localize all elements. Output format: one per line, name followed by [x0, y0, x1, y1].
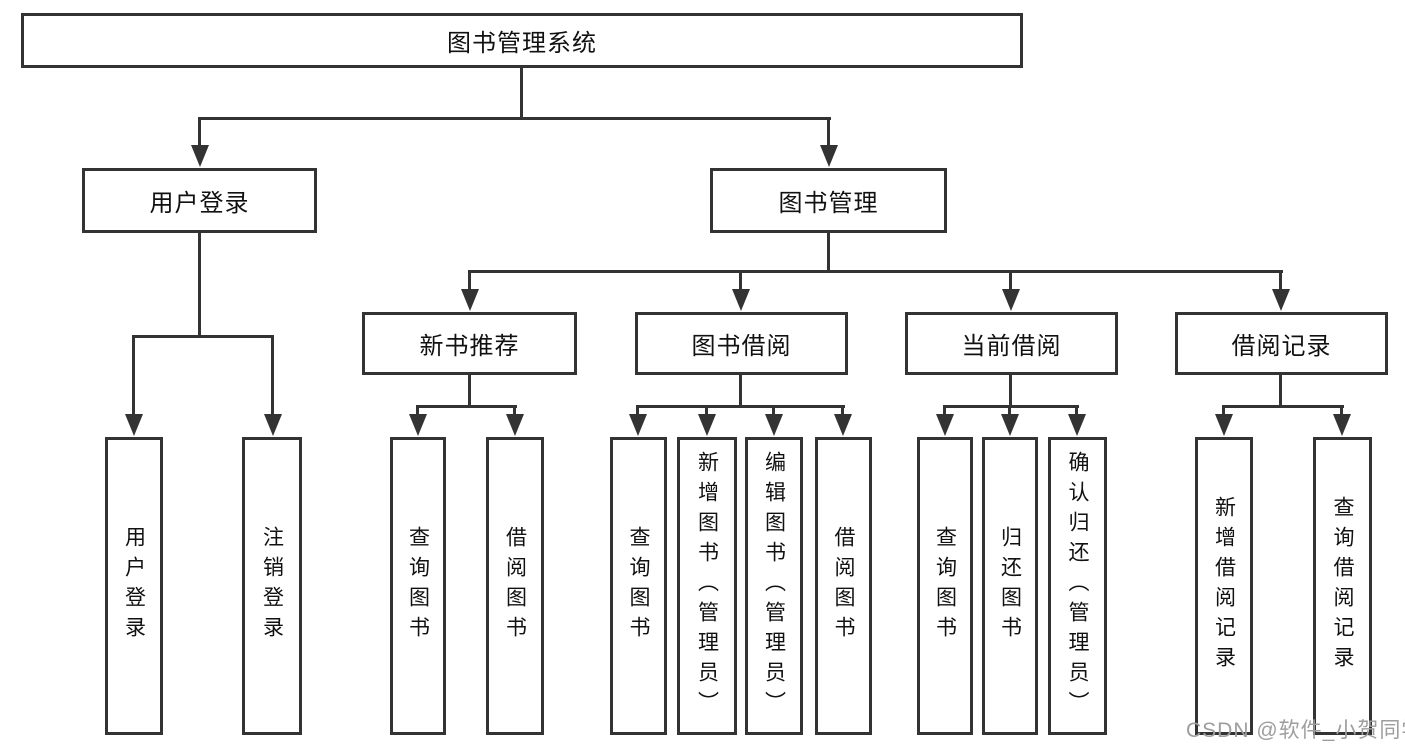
arrow-down-icon — [264, 414, 282, 436]
leaf-query-borrow-record-label: 查询借阅记录 — [1331, 496, 1355, 676]
connector-stem — [739, 270, 742, 294]
connector-vline — [739, 373, 742, 408]
node-new-book-recommend: 新书推荐 — [362, 312, 577, 375]
connector-stem — [1222, 405, 1225, 417]
arrow-down-icon — [1215, 414, 1233, 436]
arrow-down-icon — [732, 289, 750, 311]
arrow-down-icon — [125, 414, 143, 436]
connector-hline — [132, 335, 274, 338]
node-library-system: 图书管理系统 — [21, 13, 1023, 68]
connector-hline — [636, 405, 845, 408]
connector-hline — [943, 405, 1079, 408]
arrow-down-icon — [1272, 289, 1290, 311]
connector-stem — [198, 117, 201, 149]
node-new-book-recommend-label: 新书推荐 — [419, 333, 520, 360]
arrow-down-icon — [506, 414, 524, 436]
arrow-down-icon — [698, 414, 716, 436]
connector-vline — [827, 231, 830, 273]
connector-vline — [1279, 373, 1282, 408]
node-user-login-label: 用户登录 — [149, 190, 250, 217]
leaf-add-borrow-record: 新增借阅记录 — [1195, 437, 1253, 735]
connector-stem — [468, 270, 471, 294]
connector-vline — [520, 66, 523, 120]
arrow-down-icon — [834, 414, 852, 436]
connector-stem — [943, 405, 946, 417]
connector-hline — [199, 117, 831, 120]
connector-stem — [513, 405, 516, 417]
leaf-user-login-label: 用户登录 — [122, 526, 146, 646]
leaf-query-books-current-label: 查询图书 — [933, 526, 957, 646]
leaf-query-books-recommend-label: 查询图书 — [406, 526, 430, 646]
node-user-login: 用户登录 — [82, 168, 317, 233]
leaf-add-borrow-record-label: 新增借阅记录 — [1212, 496, 1236, 676]
leaf-return-book-label: 归还图书 — [998, 526, 1022, 646]
arrow-down-icon — [629, 414, 647, 436]
leaf-add-book-admin: 新增图书（管理员） — [677, 437, 737, 735]
leaf-query-books-current: 查询图书 — [917, 437, 973, 735]
connector-hline — [1222, 405, 1344, 408]
arrow-down-icon — [1333, 414, 1351, 436]
arrow-down-icon — [820, 145, 838, 167]
leaf-query-books-borrow: 查询图书 — [610, 437, 667, 735]
connector-stem — [827, 117, 830, 149]
node-library-system-label: 图书管理系统 — [447, 30, 597, 57]
connector-stem — [1075, 405, 1078, 417]
arrow-down-icon — [936, 414, 954, 436]
connector-stem — [132, 335, 135, 417]
arrow-down-icon — [461, 289, 479, 311]
leaf-query-borrow-record: 查询借阅记录 — [1313, 437, 1372, 735]
node-book-management-label: 图书管理 — [778, 190, 879, 217]
node-book-borrow: 图书借阅 — [635, 312, 848, 375]
leaf-user-login: 用户登录 — [105, 437, 163, 735]
arrow-down-icon — [765, 414, 783, 436]
connector-vline — [468, 373, 471, 408]
leaf-edit-book-admin-label: 编辑图书（管理员） — [762, 451, 786, 721]
node-current-borrow-label: 当前借阅 — [961, 333, 1062, 360]
leaf-logout-label: 注销登录 — [260, 526, 284, 646]
leaf-query-books-recommend: 查询图书 — [390, 437, 446, 735]
csdn-watermark: CSDN @软件_小贺同学 — [1186, 719, 1405, 742]
connector-stem — [841, 405, 844, 417]
leaf-confirm-return-admin: 确认归还（管理员） — [1048, 437, 1107, 735]
arrow-down-icon — [1001, 414, 1019, 436]
connector-hline — [416, 405, 517, 408]
connector-stem — [636, 405, 639, 417]
connector-stem — [1009, 270, 1012, 294]
connector-stem — [1008, 405, 1011, 417]
connector-stem — [271, 335, 274, 417]
node-borrow-records-label: 借阅记录 — [1231, 333, 1332, 360]
node-borrow-records: 借阅记录 — [1175, 312, 1388, 375]
node-book-borrow-label: 图书借阅 — [691, 333, 792, 360]
leaf-borrow-books-recommend: 借阅图书 — [486, 437, 544, 735]
arrow-down-icon — [191, 145, 209, 167]
node-book-management: 图书管理 — [710, 168, 947, 233]
leaf-borrow-books: 借阅图书 — [815, 437, 872, 735]
arrow-down-icon — [1068, 414, 1086, 436]
leaf-borrow-books-label: 借阅图书 — [832, 526, 856, 646]
arrow-down-icon — [409, 414, 427, 436]
connector-stem — [705, 405, 708, 417]
connector-stem — [1340, 405, 1343, 417]
leaf-confirm-return-admin-label: 确认归还（管理员） — [1066, 451, 1090, 721]
leaf-edit-book-admin: 编辑图书（管理员） — [745, 437, 803, 735]
connector-stem — [416, 405, 419, 417]
connector-stem — [1279, 270, 1282, 294]
leaf-borrow-books-recommend-label: 借阅图书 — [503, 526, 527, 646]
leaf-add-book-admin-label: 新增图书（管理员） — [695, 451, 719, 721]
connector-stem — [772, 405, 775, 417]
leaf-query-books-borrow-label: 查询图书 — [627, 526, 651, 646]
arrow-down-icon — [1002, 289, 1020, 311]
connector-hline — [469, 270, 1283, 273]
node-current-borrow: 当前借阅 — [905, 312, 1118, 375]
leaf-return-book: 归还图书 — [982, 437, 1038, 735]
leaf-logout: 注销登录 — [242, 437, 302, 735]
connector-vline — [198, 231, 201, 338]
connector-vline — [1009, 373, 1012, 408]
